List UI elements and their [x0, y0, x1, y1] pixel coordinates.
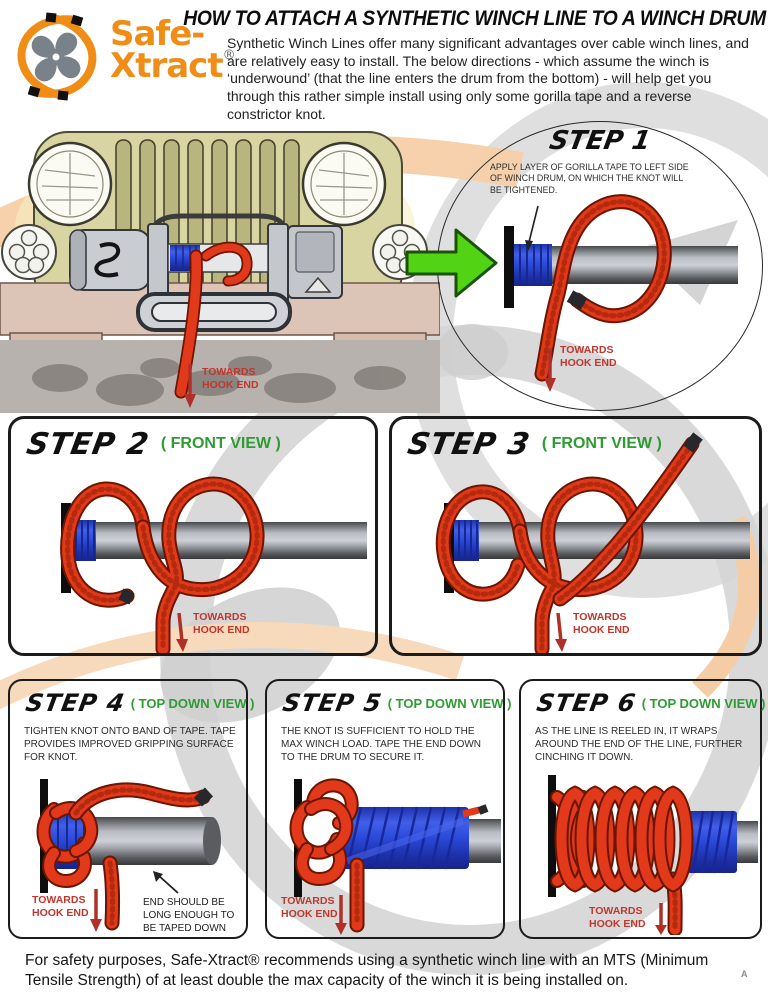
- step3-panel: STEP 3 ( FRONT VIEW ): [389, 416, 762, 656]
- step3-diagram: [392, 432, 750, 653]
- red-down-arrow-icon: [555, 612, 567, 652]
- page-mark: A: [741, 969, 748, 979]
- towards-hook-end-label: TOWARDS HOOK END: [281, 895, 338, 921]
- towards-hook-end-label: TOWARDS HOOK END: [589, 905, 646, 931]
- step6-note: AS THE LINE IS REELED IN, IT WRAPS AROUN…: [535, 726, 743, 763]
- safe-xtract-logo: Safe- Xtract®: [6, 6, 236, 110]
- step1-diagram: [504, 122, 738, 392]
- step5-diagram: [267, 681, 501, 935]
- aux-light-left: [1, 224, 57, 280]
- logo-wordmark: Safe- Xtract®: [110, 17, 236, 110]
- undercarriage-shadow: [32, 356, 406, 406]
- winch-drum-end: [467, 819, 501, 863]
- drum-flange: [504, 226, 514, 308]
- red-down-arrow-icon: [176, 612, 188, 652]
- winch-rope: [542, 202, 664, 374]
- red-down-arrow-icon: [655, 903, 667, 935]
- red-down-arrow-icon: [335, 895, 347, 935]
- headlight-right: [301, 141, 387, 227]
- intro-paragraph: Synthetic Winch Lines offer many signifi…: [227, 35, 749, 122]
- annotation-arrow-icon: [153, 871, 179, 894]
- step4-panel: STEP 4 ( TOP DOWN VIEW ) TIGHTEN KNOT ON…: [8, 679, 254, 939]
- towards-hook-end-label: TOWARDS HOOK END: [193, 611, 250, 637]
- towards-hook-end-label: TOWARDS HOOK END: [560, 344, 617, 370]
- green-arrow-icon: [405, 228, 498, 298]
- step5-view-label: ( TOP DOWN VIEW ): [387, 696, 512, 711]
- step5-panel: STEP 5 ( TOP DOWN VIEW ) THE KNOT IS SUF…: [265, 679, 511, 939]
- step4-diagram: [10, 779, 221, 932]
- logo-line2: Xtract: [110, 45, 224, 86]
- step6-diagram: [548, 775, 758, 935]
- step2-panel: STEP 2 ( FRONT VIEW ) TOWARDS: [8, 416, 378, 656]
- towards-hook-end-label: TOWARDS HOOK END: [32, 894, 89, 920]
- towards-hook-end-label: TOWARDS HOOK END: [202, 366, 259, 392]
- safe-xtract-emblem-icon: [17, 12, 97, 101]
- step3-view-label: ( FRONT VIEW ): [541, 435, 662, 452]
- red-down-arrow-icon: [184, 364, 196, 408]
- winch-drum: [71, 522, 367, 559]
- red-down-arrow-icon: [90, 889, 102, 932]
- winch-rope: [68, 484, 257, 649]
- step1-note: APPLY LAYER OF GORILLA TAPE TO LEFT SIDE…: [490, 162, 689, 195]
- step5-note: THE KNOT IS SUFFICIENT TO HOLD THE MAX W…: [281, 726, 482, 763]
- warning-triangle-icon: [304, 276, 332, 293]
- winch-rope: [174, 241, 253, 399]
- step1-circle-panel: STEP 1 APPLY LAYER OF GORILLA TAPE TO LE…: [437, 121, 763, 411]
- step4-note: TIGHTEN KNOT ONTO BAND OF TAPE. TAPE PRO…: [24, 726, 236, 763]
- motor-logo-squiggle: [94, 242, 120, 278]
- towards-hook-end-label: TOWARDS HOOK END: [573, 611, 630, 637]
- step6-view-label: ( TOP DOWN VIEW ): [641, 696, 766, 711]
- gorilla-tape-band: [454, 520, 479, 561]
- step6-panel: STEP 6 ( TOP DOWN VIEW ) AS THE LINE IS …: [519, 679, 765, 939]
- jeep-front-graphic: [0, 131, 440, 413]
- red-down-arrow-icon: [544, 348, 556, 392]
- page-title: HOW TO ATTACH A SYNTHETIC WINCH LINE TO …: [183, 7, 766, 30]
- step2-view-label: ( FRONT VIEW ): [160, 435, 281, 452]
- step2-diagram: [11, 419, 367, 653]
- winch-rope: [443, 432, 703, 649]
- knot: [44, 790, 214, 923]
- drum-flange: [548, 775, 556, 897]
- safety-footer-text: For safety purposes, Safe-Xtract® recomm…: [25, 952, 709, 990]
- jeep-winch-illustration: TOWARDS HOOK END: [0, 128, 440, 413]
- note-pointer-arrow-icon: [525, 205, 539, 251]
- winch-drum-end: [735, 821, 758, 863]
- registered-mark: ®: [222, 47, 236, 63]
- step4-view-label: ( TOP DOWN VIEW ): [130, 696, 255, 711]
- step4-annotation: END SHOULD BE LONG ENOUGH TO BE TAPED DO…: [143, 897, 235, 934]
- logo-line1: Safe-: [110, 14, 205, 54]
- headlight-left: [27, 141, 113, 227]
